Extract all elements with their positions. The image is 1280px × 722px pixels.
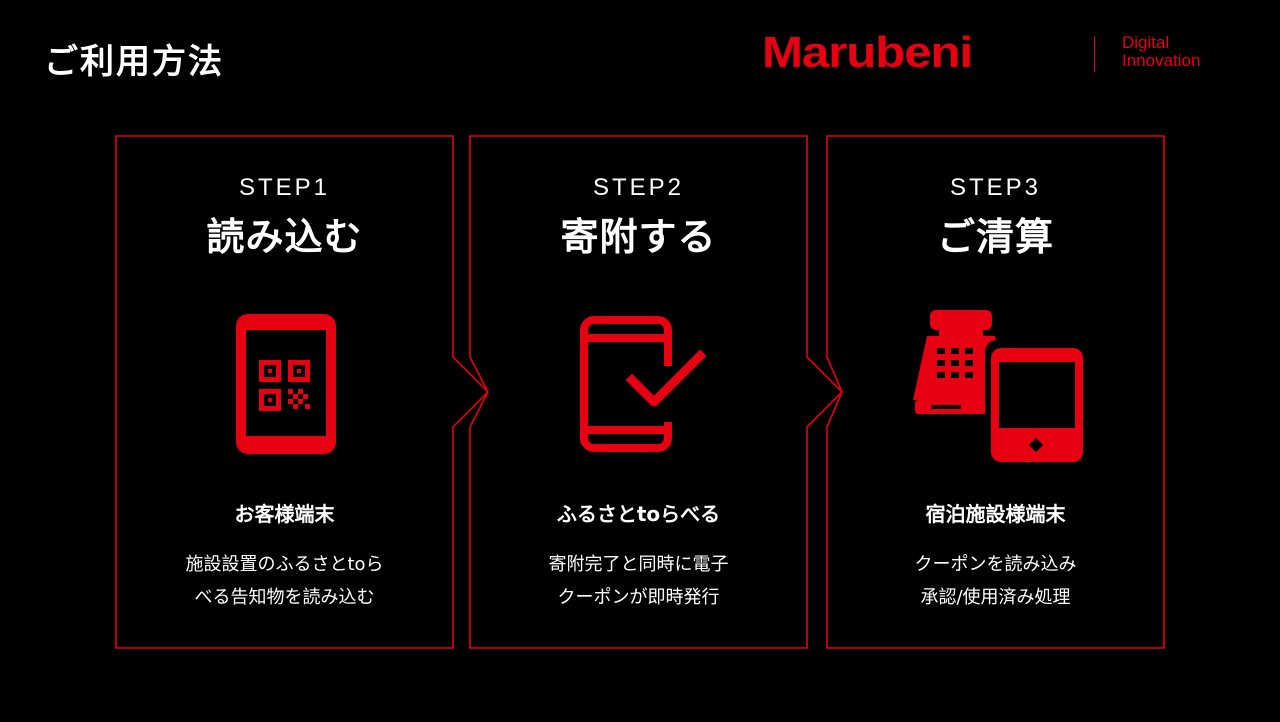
page-title: ご利用方法 xyxy=(44,42,224,82)
step-description-line1: 施設設置のふるさとtoら xyxy=(185,554,384,575)
step-description-line2: べる告知物を読み込む xyxy=(194,587,375,608)
step-heading: 寄附する xyxy=(560,215,717,259)
step-card-2: STEP2 寄附する ふるさとtoらべる 寄附完了と同時に電子 クーポンが即時発… xyxy=(470,136,807,648)
smartphone-check-icon xyxy=(580,316,707,452)
step-description-line2: クーポンが即時発行 xyxy=(557,587,720,608)
step-actor: ふるさとtoらべる xyxy=(556,502,721,526)
step-description: 寄附完了と同時に電子 クーポンが即時発行 xyxy=(470,548,807,614)
step-description-line2: 承認/使用済み処理 xyxy=(920,587,1071,608)
step-description-line1: 寄附完了と同時に電子 xyxy=(548,554,729,575)
step-label: STEP1 xyxy=(238,174,331,201)
step-actor: お客様端末 xyxy=(234,502,335,526)
smartphone-qr-icon xyxy=(236,314,336,454)
register-tablet-icon xyxy=(913,310,1085,464)
brand-divider xyxy=(1094,36,1095,72)
brand-subtitle-line2: Innovation xyxy=(1122,51,1201,70)
marubeni-logo: Marubeni xyxy=(762,28,973,77)
step-description: 施設設置のふるさとtoら べる告知物を読み込む xyxy=(116,548,453,614)
step-heading: ご清算 xyxy=(936,215,1054,259)
step-label: STEP2 xyxy=(592,174,685,201)
step-card-3: STEP3 ご清算 宿泊施設様端末 xyxy=(827,136,1164,648)
step-actor: 宿泊施設様端末 xyxy=(925,502,1066,526)
step-description: クーポンを読み込み 承認/使用済み処理 xyxy=(827,548,1164,614)
brand-logo: Marubeni Digital Innovation xyxy=(762,30,1242,76)
step-card-1: STEP1 読み込む お客様端末 施設設置のふるさとtoら べる告知物を読み込む xyxy=(116,136,453,648)
step-description-line1: クーポンを読み込み xyxy=(914,554,1077,575)
step-label: STEP3 xyxy=(949,174,1042,201)
brand-subtitle: Digital Innovation xyxy=(1122,34,1200,70)
step-heading: 読み込む xyxy=(206,215,363,259)
brand-subtitle-line1: Digital xyxy=(1122,33,1170,52)
